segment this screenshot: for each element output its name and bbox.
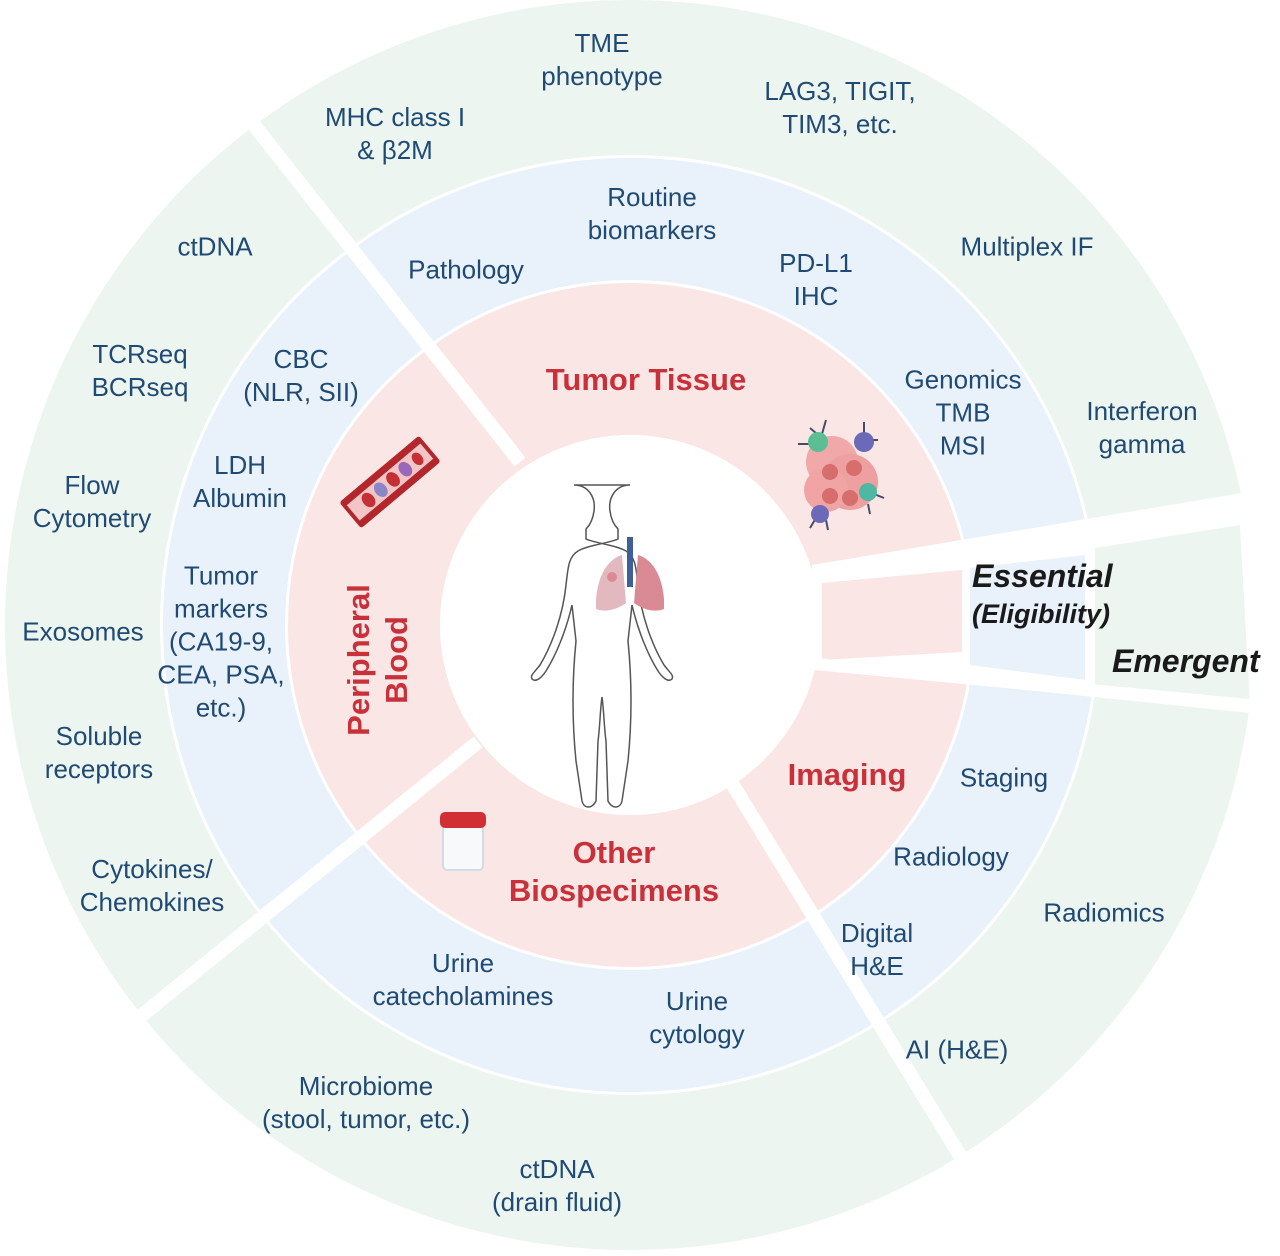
band-core <box>822 570 962 660</box>
marker-staging: Staging <box>959 762 1049 793</box>
marker-cbc: CBC (NLR, SII) <box>243 344 359 407</box>
band-edge-top <box>814 494 1261 578</box>
marker-tumor-markers: Tumor markers (CA19-9, CEA, PSA, etc.) <box>157 560 285 723</box>
tumor-cells-icon <box>798 419 885 531</box>
band-edge-bottom <box>814 658 1261 712</box>
marker-urine-cytology: Urine cytology <box>649 986 745 1049</box>
band-emergent <box>1095 525 1250 706</box>
marker-ai-he: AI (H&E) <box>905 1034 1009 1065</box>
marker-tcrseq-bcrseq: TCRseq BCRseq <box>91 339 189 402</box>
marker-routine-biomarkers: Routine biomarkers <box>587 182 717 245</box>
marker-digital-he: Digital H&E <box>840 918 914 981</box>
tier-essential-label: Essential <box>972 558 1113 594</box>
tier-essential-sublabel: (Eligibility) <box>972 599 1110 629</box>
marker-ctdna: ctDNA <box>177 231 253 262</box>
human-body-lungs-icon <box>530 484 674 808</box>
category-tumor-tissue: Tumor Tissue <box>545 362 747 397</box>
marker-ldh-albumin: LDH Albumin <box>193 450 287 513</box>
marker-multiplex-if: Multiplex IF <box>960 231 1094 262</box>
marker-radiomics: Radiomics <box>1043 897 1165 928</box>
marker-pathology: Pathology <box>408 254 524 285</box>
blood-vessel-icon <box>340 436 440 528</box>
marker-interferon-gamma: Interferon gamma <box>1086 396 1198 459</box>
divider-lower-right <box>719 768 981 1184</box>
marker-microbiome: Microbiome (stool, tumor, etc.) <box>261 1071 471 1134</box>
marker-ctdna-drain-fluid: ctDNA (drain fluid) <box>491 1154 623 1217</box>
category-peripheral-blood: Peripheral Blood <box>341 584 414 736</box>
category-other-biospecimens: Other Biospecimens <box>508 835 720 908</box>
marker-soluble-receptors: Soluble receptors <box>44 721 154 784</box>
marker-flow-cytometry: Flow Cytometry <box>32 470 152 533</box>
marker-mhc-class-i: MHC class I & β2M <box>324 102 466 165</box>
specimen-container-icon <box>440 812 486 871</box>
marker-exosomes: Exosomes <box>22 616 144 647</box>
divider-upper-left <box>244 115 526 467</box>
marker-cytokines-chemokines: Cytokines/ Chemokines <box>79 854 225 917</box>
marker-pd-l1-ihc: PD-L1 IHC <box>779 248 853 311</box>
divider-lower-left <box>125 736 483 1031</box>
tier-emergent-label: Emergent <box>1112 643 1260 679</box>
marker-genomics-tmb-msi: Genomics TMB MSI <box>904 364 1022 461</box>
band-essential <box>970 555 1085 680</box>
marker-urine-catecholamines: Urine catecholamines <box>372 948 554 1011</box>
category-imaging: Imaging <box>787 757 907 792</box>
marker-tme-phenotype: TME phenotype <box>541 28 663 91</box>
marker-lag3-tigit-tim3: LAG3, TIGIT, TIM3, etc. <box>764 76 916 139</box>
marker-radiology: Radiology <box>893 841 1009 872</box>
